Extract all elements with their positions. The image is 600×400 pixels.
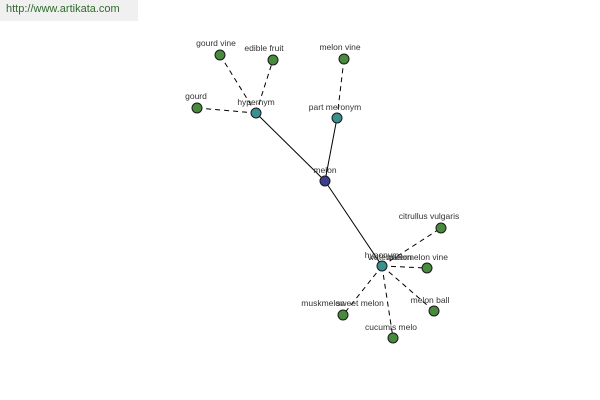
edge-melon-hypernym (255, 112, 326, 182)
node-watermelon-vine[interactable] (421, 262, 433, 274)
label-melon-vine[interactable]: melon vine (319, 42, 360, 52)
labels-layer: melon hypernym part meronym hyponym gourd vi… (185, 38, 459, 332)
label-watermelon[interactable]: watermelon (367, 252, 412, 262)
edge-hyponym-watermelon-vine (381, 265, 428, 269)
label-sweet-melon[interactable]: sweet melon (336, 298, 384, 308)
edge-hypernym-gourd-vine (219, 54, 257, 114)
edges-layer (196, 54, 442, 339)
node-citrullus-vulgaris[interactable] (435, 222, 447, 234)
edge-hypernym-edible-fruit (255, 59, 274, 114)
label-muskmelon[interactable]: muskmelon (301, 298, 345, 308)
node-melon-ball[interactable] (428, 305, 440, 317)
node-part-meronym[interactable] (331, 112, 343, 124)
label-gourd-vine[interactable]: gourd vine (196, 38, 236, 48)
node-hypernym[interactable] (250, 107, 262, 119)
label-melon-ball[interactable]: melon ball (411, 295, 450, 305)
edge-hyponym-citrullus-vulgaris (381, 227, 442, 267)
node-hyponym[interactable] (376, 260, 388, 272)
edge-melon-hyponym (324, 180, 383, 267)
edge-hyponym-melon-ball (381, 265, 435, 312)
label-melon[interactable]: melon (313, 165, 336, 175)
node-melon[interactable] (319, 175, 331, 187)
node-gourd[interactable] (191, 102, 203, 114)
source-url[interactable]: http://www.artikata.com (6, 3, 120, 15)
label-edible-fruit[interactable]: edible fruit (244, 43, 284, 53)
edge-hyponym-cucumis-melo (381, 265, 394, 339)
node-cucumis-melo[interactable] (387, 332, 399, 344)
label-gourd[interactable]: gourd (185, 91, 207, 101)
label-cucumis-melo[interactable]: cucumis melo (365, 322, 417, 332)
label-hyponym[interactable]: hyponym (365, 250, 400, 260)
edge-hyponym-sweet-melon (342, 265, 383, 316)
node-gourd-vine[interactable] (214, 49, 226, 61)
label-part-meronym[interactable]: part meronym (309, 102, 361, 112)
label-watermelon-vine[interactable]: watermelon vine (385, 252, 448, 262)
label-hypernym[interactable]: hypernym (237, 97, 274, 107)
nodes-layer (191, 49, 447, 344)
edge-hypernym-gourd (196, 107, 257, 114)
edge-melon-part-meronym (324, 117, 338, 182)
source-url-bar: http://www.artikata.com (0, 0, 138, 21)
edge-part-meronym-melon-vine (336, 58, 345, 119)
label-citrullus-vulgaris[interactable]: citrullus vulgaris (399, 211, 459, 221)
node-melon-vine[interactable] (338, 53, 350, 65)
node-edible-fruit[interactable] (267, 54, 279, 66)
node-sweet-melon[interactable] (337, 309, 349, 321)
